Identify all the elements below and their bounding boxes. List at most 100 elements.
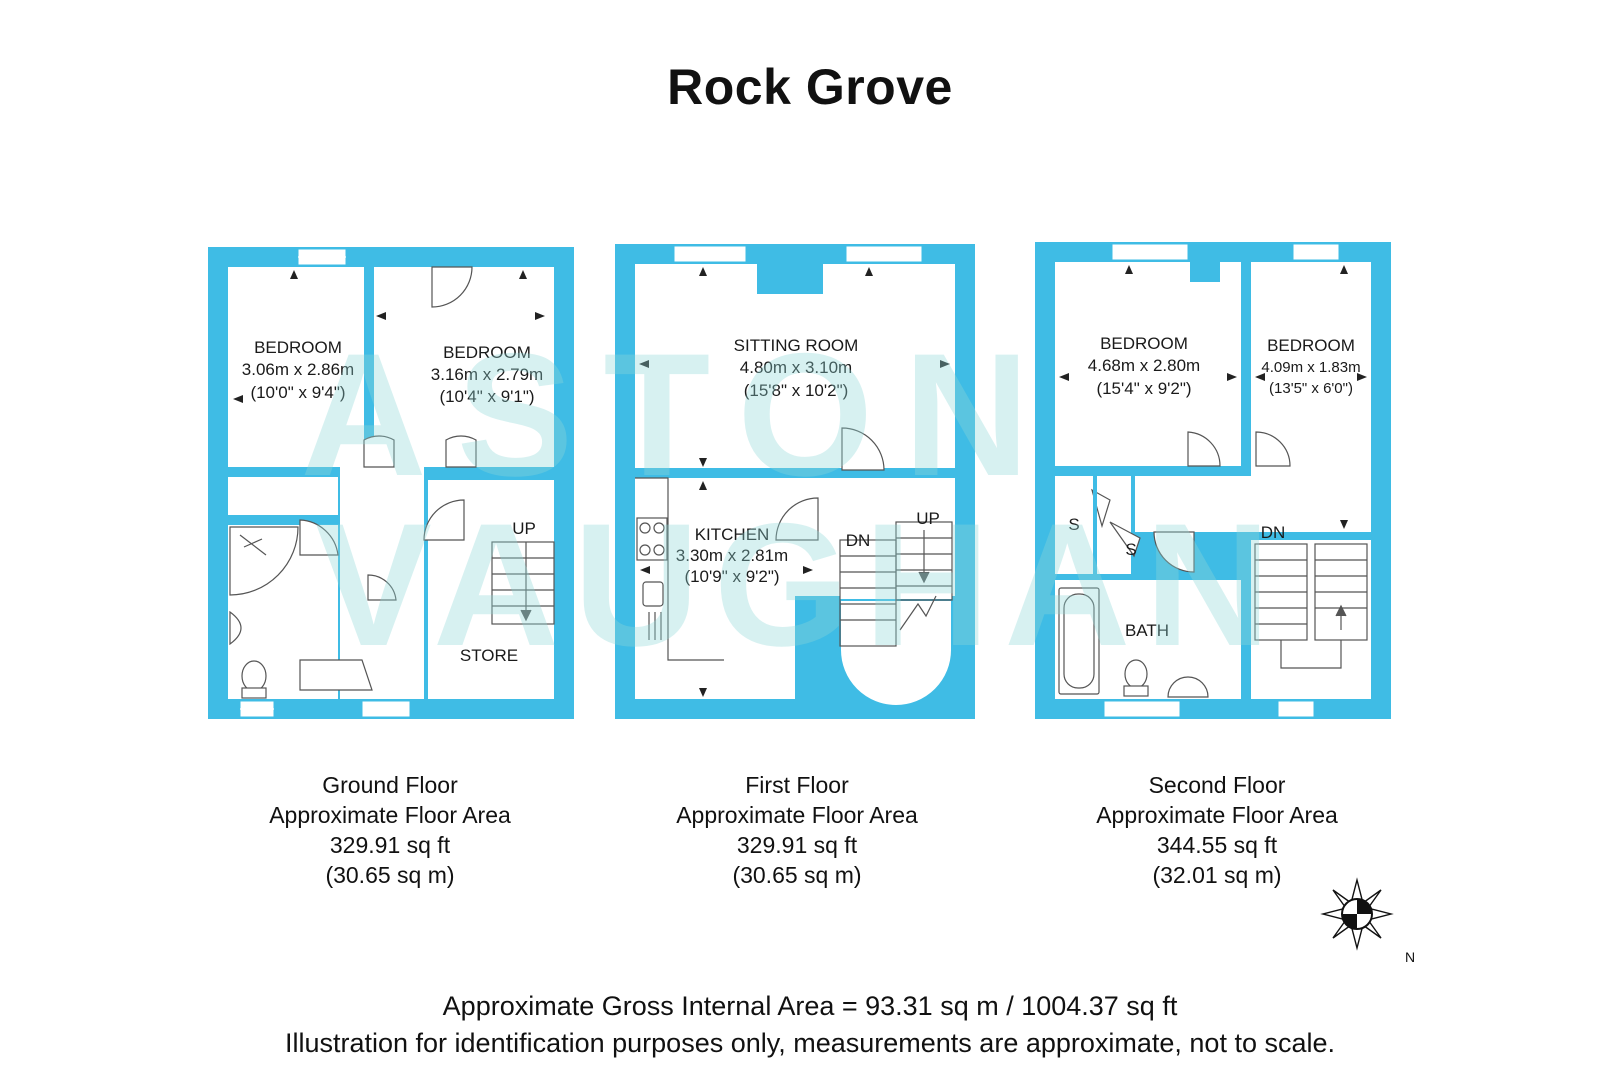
watermark-line-1: ASTON — [300, 318, 1059, 513]
ff-partition — [697, 468, 767, 478]
ff-sitting-room-name: SITTING ROOM — [734, 336, 859, 355]
ground-floor-plan: BEDROOM 3.06m x 2.86m (10'0" x 9'4") BED… — [208, 247, 574, 719]
sf-stairwell-floor — [1251, 540, 1371, 699]
ff-kitchen-imperial: (10'9" x 9'2") — [684, 567, 779, 586]
ff-sitting-room-floor — [635, 264, 955, 468]
sf-landing-floor — [1135, 476, 1251, 532]
sf-window-1 — [1111, 243, 1189, 261]
footer: Approximate Gross Internal Area = 93.31 … — [0, 988, 1620, 1062]
sf-bedroom-left-name: BEDROOM — [1100, 334, 1188, 353]
sf-bathtub — [1058, 587, 1100, 695]
sf-basin — [1167, 676, 1209, 698]
second-floor-name: Second Floor — [1148, 772, 1286, 798]
sf-stairs — [1254, 543, 1368, 669]
ground-floor-sqm: (30.65 sq m) — [325, 862, 455, 888]
watermark: ASTON VAUGHAN — [300, 318, 1285, 683]
sf-bedroom-right-name: BEDROOM — [1267, 336, 1355, 355]
sf-storage-door-2 — [1109, 521, 1141, 558]
gf-front-door-gap — [361, 700, 411, 718]
gf-wardrobe-floor — [228, 477, 338, 515]
gf-bedroom-right-name: BEDROOM — [443, 343, 531, 362]
ground-floor-name: Ground Floor — [322, 772, 458, 798]
gf-bedroom-right-metric: 3.16m x 2.79m — [431, 365, 543, 384]
sf-window-3 — [1103, 700, 1181, 718]
watermark-line-2: VAUGHAN — [315, 488, 1285, 683]
ff-sink — [642, 581, 664, 640]
ff-window-2 — [845, 245, 923, 263]
sf-chimney-breast — [1190, 262, 1220, 282]
sf-bedroom-left-floor — [1055, 262, 1241, 466]
gf-store-name: STORE — [460, 646, 518, 665]
sf-bath-door-swing — [1153, 531, 1195, 573]
ff-stairs-up-label: UP — [916, 509, 940, 528]
gf-shower-tray — [229, 526, 299, 596]
gross-internal-area: Approximate Gross Internal Area = 93.31 … — [442, 991, 1178, 1021]
gf-bedroom-right-imperial: (10'4" x 9'1") — [439, 387, 534, 406]
ff-kitchen-worktop — [635, 477, 724, 661]
sf-bedroom-left-metric: 4.68m x 2.80m — [1088, 356, 1200, 375]
sf-bath-name: BATH — [1125, 621, 1169, 640]
ground-floor-caption: Ground Floor Approximate Floor Area 329.… — [190, 770, 590, 890]
sf-bedroom-left-imperial: (15'4" x 9'2") — [1096, 379, 1191, 398]
sf-bedroom-right-imperial: (13'5" x 6'0") — [1269, 380, 1353, 397]
gf-cupboard — [299, 659, 373, 691]
gf-stairs — [491, 541, 555, 625]
gf-bedroom-door-swing-2 — [445, 435, 477, 468]
sf-storage-divider — [1093, 476, 1097, 574]
first-floor-plan: SITTING ROOM 4.80m x 3.10m (15'8" x 10'2… — [615, 244, 975, 719]
ff-kitchen-door-swing — [775, 497, 819, 541]
ff-hob — [636, 517, 668, 561]
plan-title: Rock Grove — [667, 59, 953, 115]
ground-floor-area-label: Approximate Floor Area — [269, 802, 511, 828]
sf-window-2 — [1292, 243, 1340, 261]
ff-chimney-breast — [757, 264, 823, 294]
ff-kitchen-metric: 3.30m x 2.81m — [676, 546, 788, 565]
ff-sitting-door-swing — [841, 427, 885, 471]
first-floor-sqft: 329.91 sq ft — [736, 832, 858, 858]
gf-store-door-swing — [423, 499, 465, 541]
compass-north-label: N — [1405, 949, 1415, 965]
gf-basin — [229, 610, 242, 646]
first-floor-name: First Floor — [745, 772, 849, 798]
first-floor-sqm: (30.65 sq m) — [732, 862, 862, 888]
gf-bedroom-door-swing-1 — [363, 435, 395, 468]
gf-front-door-swing — [367, 574, 397, 601]
second-floor-caption: Second Floor Approximate Floor Area 344.… — [1017, 770, 1417, 890]
sf-bedroom-right-metric: 4.09m x 1.83m — [1261, 359, 1360, 376]
gf-entry-door-swing — [431, 266, 473, 308]
sf-window-4 — [1277, 700, 1315, 718]
gf-bedroom-left-floor — [228, 267, 364, 467]
ff-sitting-room-imperial: (15'8" x 10'2") — [744, 381, 849, 400]
gf-stairs-up-label: UP — [512, 519, 536, 538]
disclaimer: Illustration for identification purposes… — [284, 1028, 1336, 1058]
ff-stairs — [839, 521, 953, 647]
gf-shower-door-swing — [299, 519, 339, 556]
gf-toilet — [241, 660, 267, 699]
sf-bedroom-door-swing-1 — [1187, 431, 1221, 467]
ff-stair-turn — [839, 599, 953, 707]
sf-stairs-down-label: DN — [1261, 523, 1286, 542]
first-floor-caption: First Floor Approximate Floor Area 329.9… — [597, 770, 997, 890]
sf-storage-1-label: S — [1068, 515, 1079, 534]
sf-bedroom-door-swing-2 — [1255, 431, 1291, 467]
sf-bedroom-right-floor — [1251, 262, 1371, 532]
second-floor-sqft: 344.55 sq ft — [1156, 832, 1278, 858]
first-floor-area-label: Approximate Floor Area — [676, 802, 918, 828]
ff-sitting-room-metric: 4.80m x 3.10m — [740, 358, 852, 377]
compass-rose-icon: N — [1320, 877, 1415, 965]
gf-bedroom-left-metric: 3.06m x 2.86m — [242, 360, 354, 379]
gf-bedroom-left-imperial: (10'0" x 9'4") — [250, 383, 345, 402]
sf-toilet — [1123, 659, 1149, 697]
ff-window-1 — [673, 245, 747, 263]
gf-bedroom-right-floor — [374, 267, 554, 467]
gf-bedroom-left-name: BEDROOM — [254, 338, 342, 357]
ff-landing-floor — [795, 478, 955, 596]
ff-kitchen-name: KITCHEN — [695, 525, 770, 544]
second-floor-plan: BEDROOM 4.68m x 2.80m (15'4" x 9'2") BED… — [1035, 242, 1391, 719]
ff-stairs-down-label: DN — [846, 531, 871, 550]
ground-floor-sqft: 329.91 sq ft — [329, 832, 451, 858]
second-floor-sqm: (32.01 sq m) — [1152, 862, 1282, 888]
second-floor-area-label: Approximate Floor Area — [1096, 802, 1338, 828]
sf-storage-2-label: S — [1125, 540, 1136, 559]
